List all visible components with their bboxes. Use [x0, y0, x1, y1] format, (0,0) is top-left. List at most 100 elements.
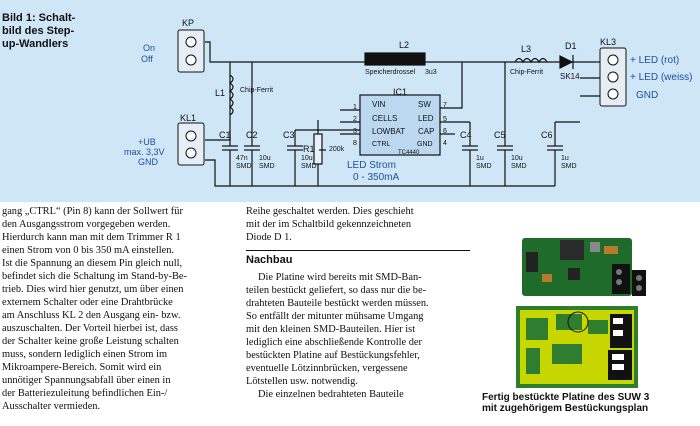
section-heading: Nachbau [246, 250, 470, 267]
label-out-led-rot: + LED (rot) [630, 55, 680, 66]
pin-label-lowbat: LOWBAT [372, 127, 406, 136]
label-led-range: 0 - 350mA [353, 172, 400, 183]
text-line: Diode D 1. [246, 232, 292, 243]
label-l2: L2 [399, 40, 410, 50]
text-column-2: Reihe geschaltet werden. Dies geschieht … [246, 205, 470, 401]
label-c1: C1 [219, 130, 231, 140]
label-c6-pkg: SMD [561, 163, 577, 170]
ic-part-number: TC4440 [398, 150, 420, 156]
label-c6: C6 [541, 130, 553, 140]
label-c2-value: 10u [259, 155, 271, 162]
label-ub-gnd: GND [138, 157, 158, 167]
pcb-placement-plan [516, 306, 638, 388]
text-line: am Anschluss KL 2 den Ausgang ein- bzw. [2, 310, 181, 321]
photo-caption: Fertig bestückte Platine des SUW 3 mit z… [482, 392, 700, 414]
label-c5: C5 [494, 130, 506, 140]
label-c1-value: 47n [236, 155, 248, 162]
schematic-figure [0, 0, 700, 202]
text-line: der Schalter keine große Leistung schalt… [2, 336, 179, 347]
label-c4-pkg: SMD [476, 163, 492, 170]
label-l3: L3 [521, 44, 532, 54]
label-ic1: IC1 [393, 87, 408, 97]
text-line: eventuelle Lötzinnbrücken, vergessene [246, 363, 408, 374]
text-line: Reihe geschaltet werden. Dies geschieht [246, 206, 414, 217]
label-l2-value: 3u3 [425, 69, 437, 76]
text-line: mit den kleinen SMD-Bauteilen. Hier ist [246, 324, 416, 335]
text-line: unnötiger Spannungsabfall über einen in [2, 375, 171, 386]
label-l1-type: Chip-Ferrit [240, 87, 274, 94]
label-out-gnd: GND [636, 90, 659, 101]
label-c5-pkg: SMD [511, 163, 527, 170]
label-c2: C2 [246, 130, 258, 140]
label-c4-value: 1u [476, 155, 484, 162]
label-l3-type: Chip-Ferrit [510, 69, 544, 76]
photo-caption-line: Fertig bestückte Platine des SUW 3 [482, 392, 650, 403]
pin-label-cap: CAP [418, 127, 435, 136]
text-line: Die einzelnen bedrahteten Bauteile [258, 389, 404, 400]
text-line: externem Schalter oder eine Drahtbrücke [2, 297, 173, 308]
label-led-strom: LED Strom [347, 160, 396, 171]
figure-title-line: Bild 1: Schalt- [2, 12, 76, 24]
label-c4: C4 [460, 130, 472, 140]
text-line: Ausschalter vermieden. [2, 401, 101, 412]
pin-number-5: 5 [443, 116, 447, 123]
label-ub: +UB [138, 137, 156, 147]
pin-number-1: 1 [353, 104, 357, 111]
label-kl3: KL3 [600, 37, 617, 47]
label-c3: C3 [283, 130, 295, 140]
label-c6-value: 1u [561, 155, 569, 162]
text-line: der Batteriezuleitung befindlichen Ein-/ [2, 388, 168, 399]
label-kl1: KL1 [180, 113, 197, 123]
pcb-photo [520, 234, 648, 300]
text-line: teilen bestückt geliefert, so dass nur d… [246, 285, 427, 296]
label-d1: D1 [565, 41, 577, 51]
pin-label-gnd: GND [417, 141, 433, 148]
label-off: Off [141, 54, 153, 64]
schematic-diagram [177, 29, 627, 187]
text-line: bestückten Platine auf Bestückungsfehler… [246, 350, 420, 361]
label-kp: KP [182, 18, 195, 28]
pin-number-8: 8 [353, 140, 357, 147]
text-line: Hierdurch kann man mit dem Trimmer R 1 [2, 232, 181, 243]
text-line: befindet sich die Schaltung im Stand-by-… [2, 271, 187, 282]
text-line: auszuschalten. Der Vorteil hierbei ist, … [2, 323, 178, 334]
label-c5-value: 10u [511, 155, 523, 162]
label-r1: R1 [303, 144, 315, 154]
pin-number-6: 6 [443, 128, 447, 135]
text-line: drahteten Bauteile bestückt werden müsse… [246, 298, 429, 309]
figure-title-line: up-Wandlers [2, 38, 69, 50]
text-line: So entfällt der mitunter mühsame Umgang [246, 311, 424, 322]
text-line: lediglich eine abschließende Kontrolle d… [246, 337, 422, 348]
photo-caption-line: mit zugehörigem Bestückungsplan [482, 403, 649, 414]
pin-number-3: 3 [353, 128, 357, 135]
figure-title-line: bild des Step- [2, 25, 75, 37]
text-line: Ist die Spannung an diesem Pin gleich nu… [2, 258, 183, 269]
pin-label-led: LED [418, 114, 434, 123]
label-d1-type: SK14 [560, 72, 580, 81]
label-c2-pkg: SMD [259, 163, 275, 170]
text-line: trieb. Dies wird hier genutzt, um über e… [2, 284, 184, 295]
pin-label-sw: SW [418, 100, 431, 109]
pin-label-ctrl: CTRL [372, 141, 391, 148]
pin-number-2: 2 [353, 116, 357, 123]
label-c3-value: 10u [301, 155, 313, 162]
pin-number-4: 4 [443, 140, 447, 147]
label-c3-pkg: SMD [301, 163, 317, 170]
text-column-1: gang „CTRL“ (Pin 8) kann der Sollwert fü… [2, 205, 238, 413]
text-line: muss, sondern lediglich einen Strom im [2, 349, 168, 360]
pin-label-cells: CELLS [372, 114, 398, 123]
pin-number-7: 7 [443, 102, 447, 109]
label-r1-value: 200k [329, 146, 345, 153]
text-line: Mikroampere-Bereich. Somit wird ein [2, 362, 162, 373]
text-line: Die Platine wird bereits mit SMD-Ban- [258, 272, 422, 283]
figure-title: Bild 1: Schalt- bild des Step- up-Wandle… [2, 12, 110, 51]
label-l1: L1 [215, 88, 226, 98]
label-on: On [143, 43, 156, 53]
text-line: den Ausgangsstrom vorgegeben werden. [2, 219, 171, 230]
text-line: gang „CTRL“ (Pin 8) kann der Sollwert fü… [2, 206, 183, 217]
pin-label-vin: VIN [372, 100, 386, 109]
label-c1-pkg: SMD [236, 163, 252, 170]
text-line: mit der im Schaltbild gekennzeichneten [246, 219, 412, 230]
text-line: einen Strom von 0 bis 350 mA einstellen. [2, 245, 175, 256]
label-l2-type: Speicherdrossel [365, 69, 416, 76]
